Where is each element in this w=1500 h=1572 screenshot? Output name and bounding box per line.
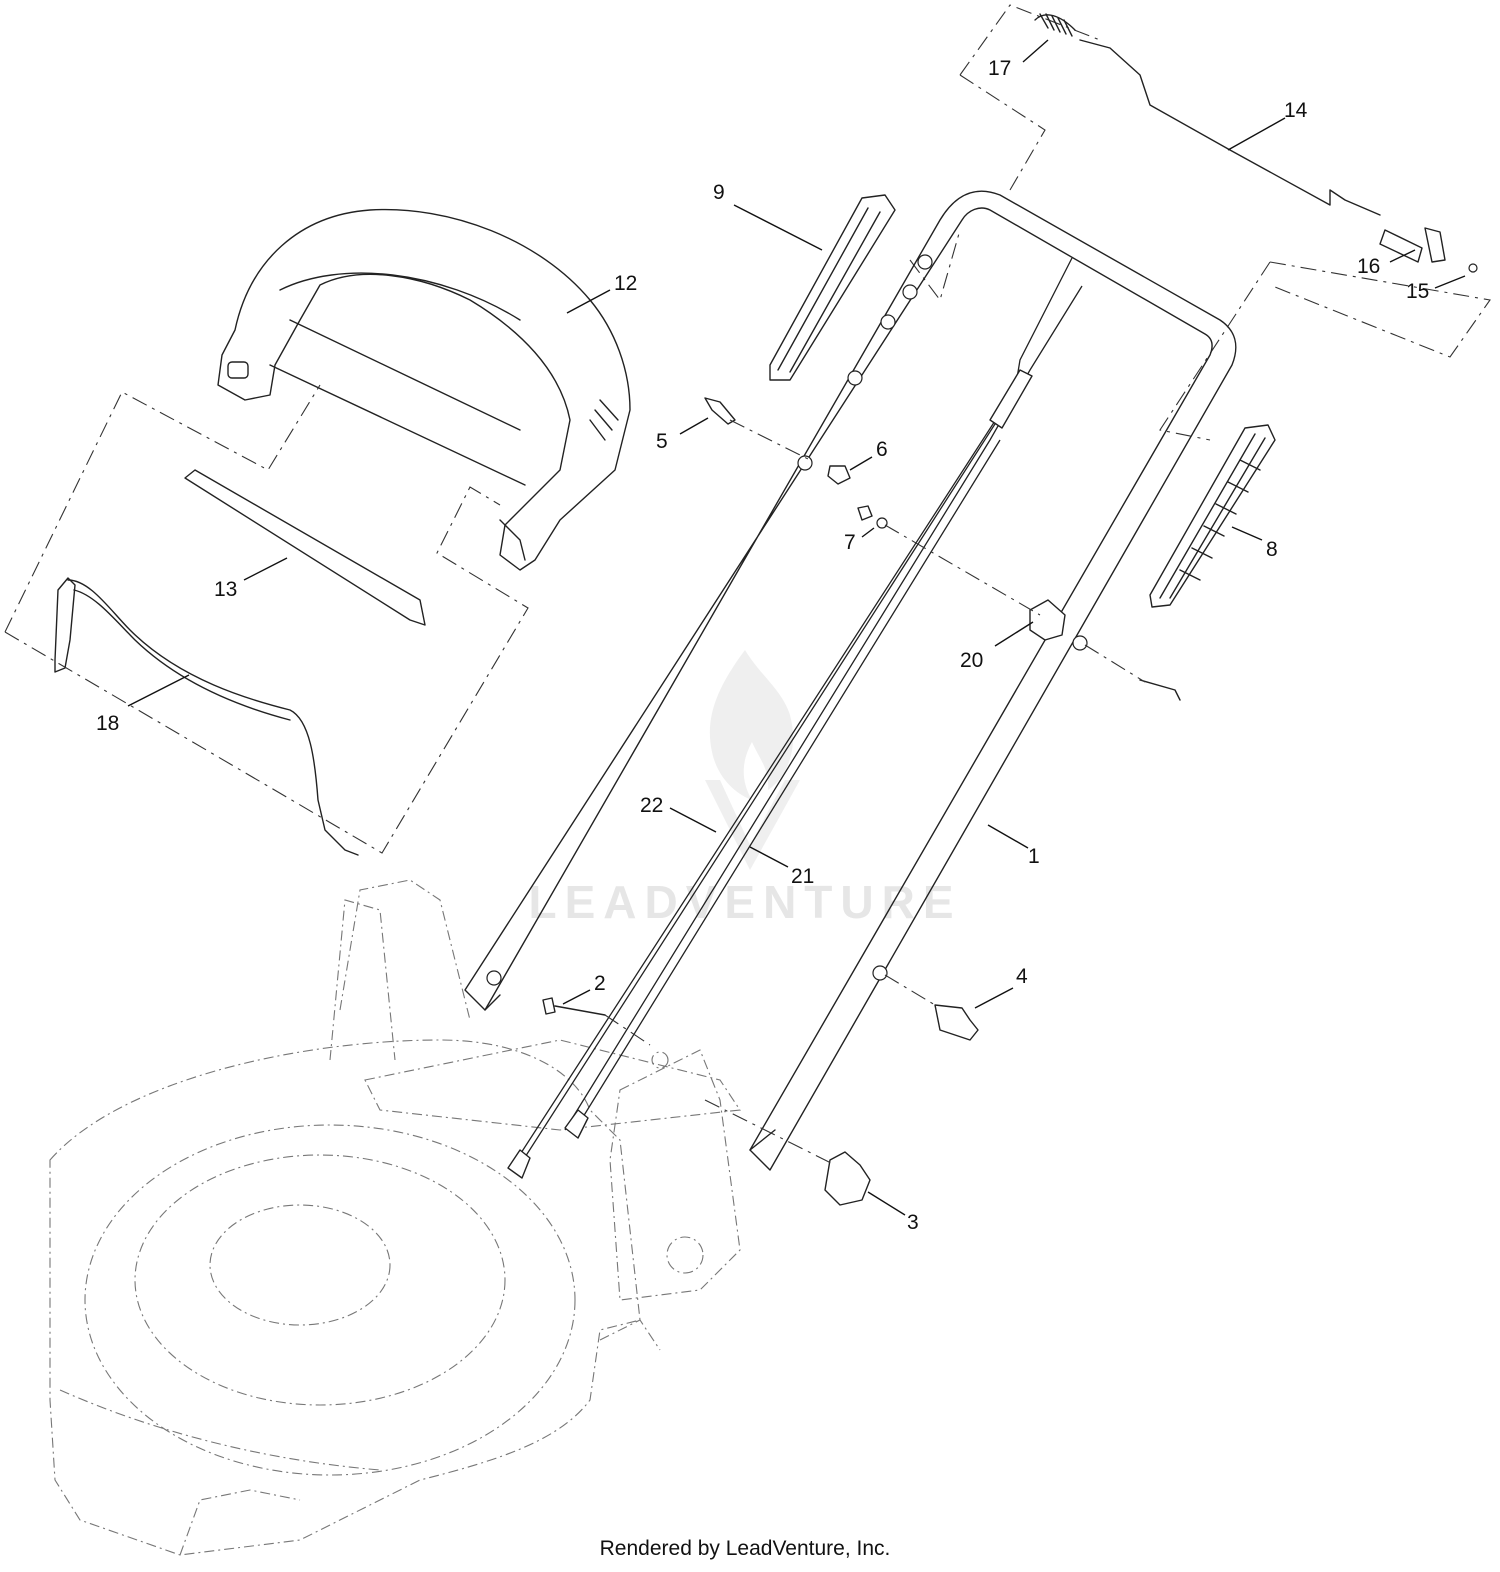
callout-20: 20 [960, 649, 983, 672]
callout-2: 2 [594, 972, 606, 995]
callout-7: 7 [844, 531, 856, 554]
callout-1: 1 [1028, 845, 1040, 868]
cables [507, 257, 1083, 1179]
part-18-bail-wire [54, 577, 359, 856]
part-12-handle-grip [217, 208, 631, 571]
part-3-knob [824, 1151, 871, 1206]
leader-lines [127, 39, 1466, 1216]
part-5-clip [704, 397, 736, 425]
part-20-bracket [1029, 599, 1066, 641]
part-1-main-handle [464, 190, 1237, 1171]
part-7-nut [857, 505, 873, 521]
part-9-cable-guide [769, 194, 896, 381]
part-13-bail-pad [184, 469, 426, 626]
flame-logo-icon [705, 650, 800, 870]
callout-16: 16 [1357, 255, 1380, 278]
callout-18: 18 [96, 712, 119, 735]
part-4-block [934, 1004, 979, 1041]
callouts: 1 2 3 4 5 6 7 8 9 12 13 14 15 16 17 18 2… [96, 57, 1429, 1234]
callout-12: 12 [614, 272, 637, 295]
part-20-bolt [1139, 679, 1181, 701]
callout-9: 9 [713, 181, 725, 204]
callout-8: 8 [1266, 538, 1278, 561]
mower-deck-outline [49, 879, 741, 1556]
part-6-nut [827, 465, 851, 485]
callout-15: 15 [1406, 280, 1429, 303]
callout-14: 14 [1284, 99, 1308, 122]
footer-credit: Rendered by LeadVenture, Inc. [600, 1537, 891, 1560]
part-2-bolt [542, 997, 556, 1015]
phantom-boxes [4, 4, 1491, 854]
callout-5: 5 [656, 430, 668, 453]
part-7-washer [876, 517, 888, 529]
callout-3: 3 [907, 1211, 919, 1234]
watermark-text: LEADVENTURE [528, 876, 961, 928]
callout-6: 6 [876, 438, 888, 461]
part-8-cable-guide [1149, 424, 1276, 608]
watermark: LEADVENTURE [528, 650, 961, 928]
callout-13: 13 [214, 578, 237, 601]
callout-21: 21 [791, 865, 814, 888]
part-16-pivot [1379, 227, 1478, 273]
hardware [542, 397, 1181, 1206]
callout-22: 22 [640, 794, 663, 817]
part-14-wire-rod [1034, 13, 1381, 216]
callout-4: 4 [1016, 965, 1028, 988]
callout-17: 17 [988, 57, 1011, 80]
